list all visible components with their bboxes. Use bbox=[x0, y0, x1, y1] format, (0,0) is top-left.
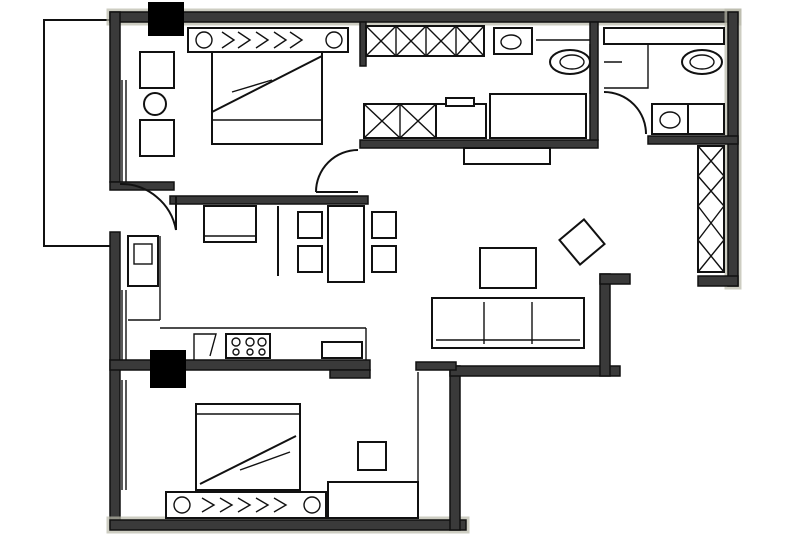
double-bed-top bbox=[187, 27, 349, 145]
dining-chair-1 bbox=[297, 211, 323, 239]
dining-chair-3 bbox=[371, 211, 397, 239]
sofa bbox=[431, 297, 585, 349]
wash-basin-2 bbox=[651, 103, 689, 135]
dining-chair-4 bbox=[371, 245, 397, 273]
desk bbox=[327, 481, 419, 519]
dining-area bbox=[203, 205, 397, 283]
bedroom-2 bbox=[121, 372, 419, 519]
stove bbox=[225, 333, 271, 359]
coffee-table bbox=[479, 247, 537, 289]
toilet-2 bbox=[681, 49, 723, 75]
dining-chair-2 bbox=[297, 245, 323, 273]
armchair-bottom bbox=[139, 119, 175, 157]
door-master-bedroom bbox=[119, 182, 177, 231]
stool bbox=[357, 441, 387, 471]
bathroom-2 bbox=[603, 27, 725, 135]
wardrobe-corridor bbox=[315, 25, 587, 193]
side-table-round bbox=[143, 92, 167, 116]
column-mid bbox=[150, 350, 186, 388]
balcony bbox=[43, 19, 110, 247]
living-room bbox=[431, 218, 606, 349]
column-top bbox=[148, 2, 184, 36]
double-bed-bottom bbox=[165, 403, 327, 519]
kitchen bbox=[121, 235, 367, 360]
bathroom-1 bbox=[493, 27, 591, 94]
walls bbox=[106, 8, 742, 534]
lounge-chair bbox=[558, 218, 606, 266]
dining-table bbox=[327, 205, 365, 283]
armchair-top bbox=[139, 51, 175, 89]
linen-closet bbox=[697, 145, 725, 273]
master-bedroom bbox=[121, 27, 349, 182]
